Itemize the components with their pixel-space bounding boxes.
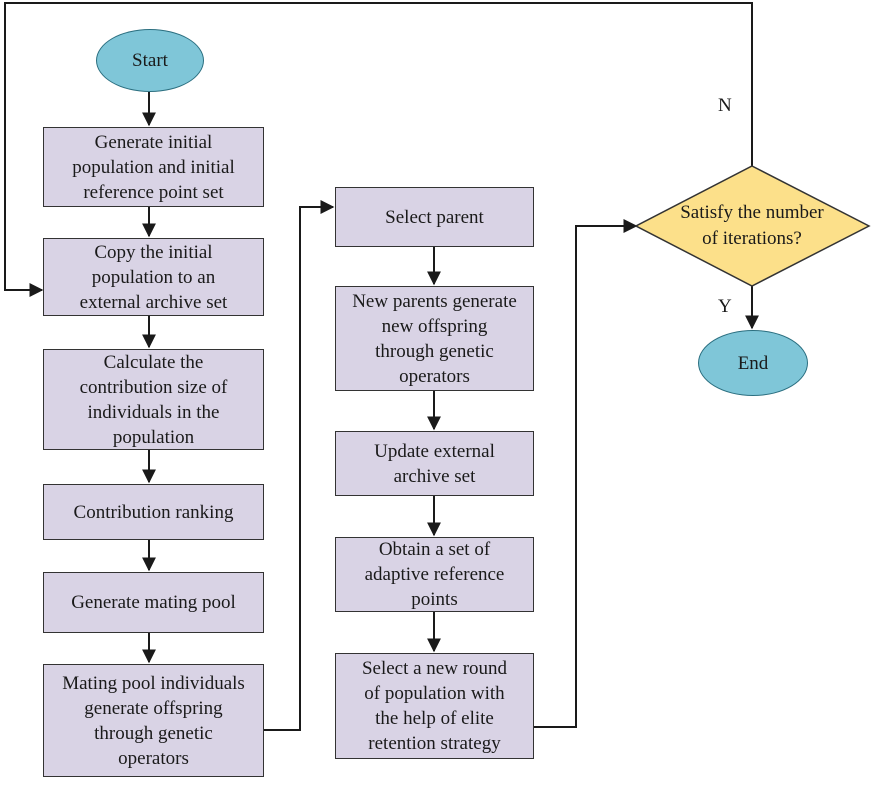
step-new-parents-offspring: New parents generate new offspring throu… <box>335 286 534 391</box>
decision-diamond <box>634 165 871 287</box>
step-update-archive: Update external archive set <box>335 431 534 496</box>
step-contribution-ranking: Contribution ranking <box>43 484 264 540</box>
arrow-mating-to-select-parent <box>264 200 335 731</box>
end-terminal: End <box>698 330 808 396</box>
arrow-decision-loop-back <box>4 2 753 297</box>
step-select-new-round: Select a new round of population with th… <box>335 653 534 759</box>
step-mating-pool-offspring: Mating pool individuals generate offspri… <box>43 664 264 777</box>
arrow-select-new-to-decision <box>534 219 638 728</box>
step-calculate-contribution: Calculate the contribution size of indiv… <box>43 349 264 450</box>
decision-text: Satisfy the number of iterations? <box>680 202 824 249</box>
branch-label-no: N <box>718 95 732 116</box>
start-terminal: Start <box>96 29 204 92</box>
step-select-parent: Select parent <box>335 187 534 247</box>
step-generate-initial-population: Generate initial population and initial … <box>43 127 264 207</box>
step-generate-mating-pool: Generate mating pool <box>43 572 264 633</box>
step-obtain-reference-points: Obtain a set of adaptive reference point… <box>335 537 534 612</box>
step-copy-to-archive: Copy the initial population to an extern… <box>43 238 264 316</box>
branch-label-yes: Y <box>718 296 732 317</box>
